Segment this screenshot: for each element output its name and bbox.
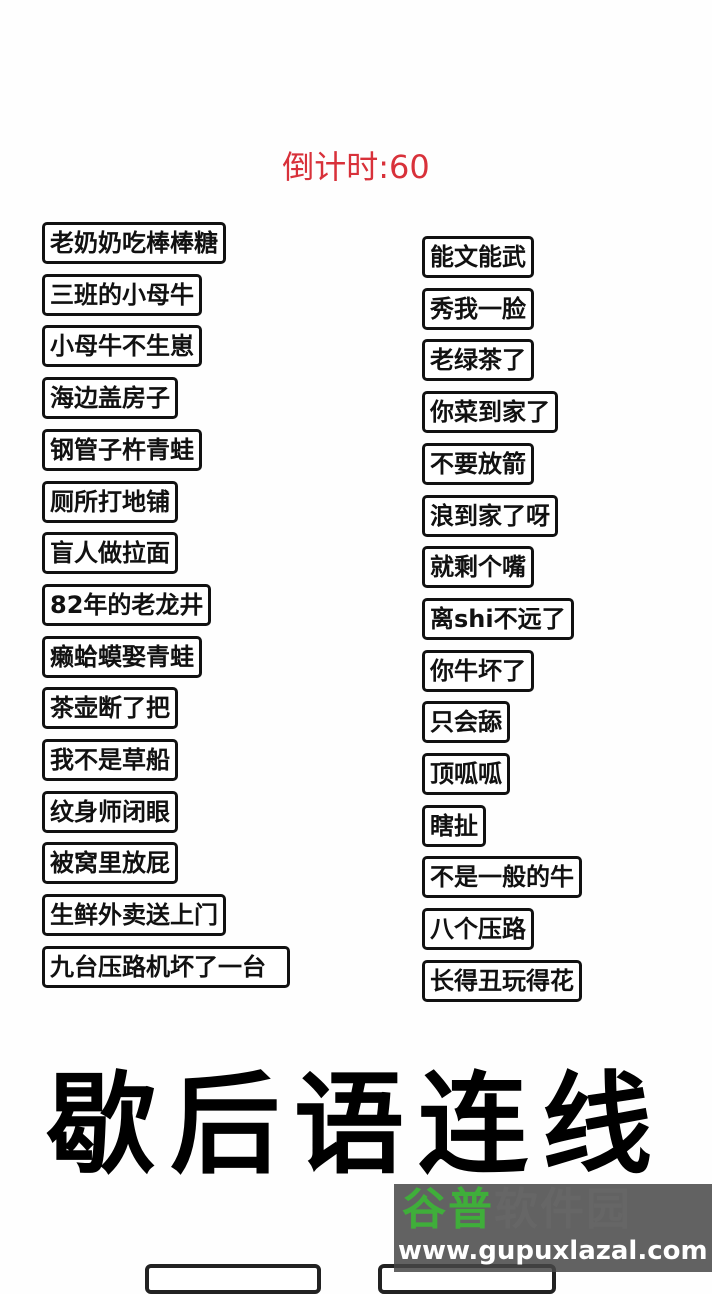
right-phrase-card[interactable]: 能文能武 (422, 236, 534, 278)
left-phrase-card[interactable]: 海边盖房子 (42, 377, 178, 420)
left-phrase-card[interactable]: 生鲜外卖送上门 (42, 894, 226, 937)
right-phrase-card[interactable]: 离shi不远了 (422, 597, 574, 640)
left-phrase-card[interactable]: 小母牛不生崽 (42, 325, 202, 368)
left-phrase-card[interactable]: 盲人做拉面 (42, 532, 178, 575)
right-phrase-card[interactable]: 长得丑玩得花 (422, 959, 582, 1002)
right-phrase-card[interactable]: 顶呱呱 (422, 753, 510, 795)
countdown-timer: 倒计时:60 (282, 148, 430, 186)
left-phrase-card[interactable]: 钢管子杵青蛙 (42, 428, 202, 471)
left-phrase-card[interactable]: 癞蛤蟆娶青蛙 (42, 635, 202, 678)
left-phrase-card[interactable]: 厕所打地铺 (42, 480, 178, 523)
right-phrase-card[interactable]: 只会舔 (422, 701, 510, 744)
right-phrase-card[interactable]: 浪到家了呀 (422, 494, 558, 537)
left-phrase-card[interactable]: 九台压路机坏了一台 (42, 945, 290, 988)
right-phrase-card[interactable]: 秀我一脸 (422, 287, 534, 330)
left-phrase-card[interactable]: 三班的小母牛 (42, 273, 202, 316)
right-phrase-card[interactable]: 就剩个嘴 (422, 546, 534, 589)
left-phrase-card[interactable]: 被窝里放屁 (42, 842, 178, 885)
left-phrase-card[interactable]: 纹身师闭眼 (42, 790, 178, 833)
left-phrase-card[interactable]: 老奶奶吃棒棒糖 (42, 222, 226, 264)
right-phrase-card[interactable]: 老绿茶了 (422, 339, 534, 382)
left-phrase-card[interactable]: 82年的老龙井 (42, 583, 212, 626)
left-phrase-card[interactable]: 我不是草船 (42, 739, 178, 781)
right-phrase-card[interactable]: 瞎扯 (422, 804, 486, 847)
right-phrase-card[interactable]: 八个压路 (422, 908, 534, 951)
game-title: 歇后语连线 (46, 1061, 666, 1189)
right-phrase-card[interactable]: 不要放箭 (422, 442, 534, 485)
watermark: 谷普软件园 www.gupuxlazal.com (394, 1184, 712, 1272)
left-phrase-card[interactable]: 茶壶断了把 (42, 687, 178, 730)
right-phrase-card[interactable]: 你牛坏了 (422, 649, 534, 692)
watermark-brand-green: 谷普 (402, 1184, 494, 1235)
right-phrase-card[interactable]: 你菜到家了 (422, 391, 558, 434)
watermark-url: www.gupuxlazal.com (398, 1236, 708, 1266)
right-phrase-card[interactable]: 不是一般的牛 (422, 856, 582, 899)
bottom-button-left[interactable] (145, 1264, 321, 1294)
watermark-brand-gray: 软件园 (494, 1184, 632, 1235)
